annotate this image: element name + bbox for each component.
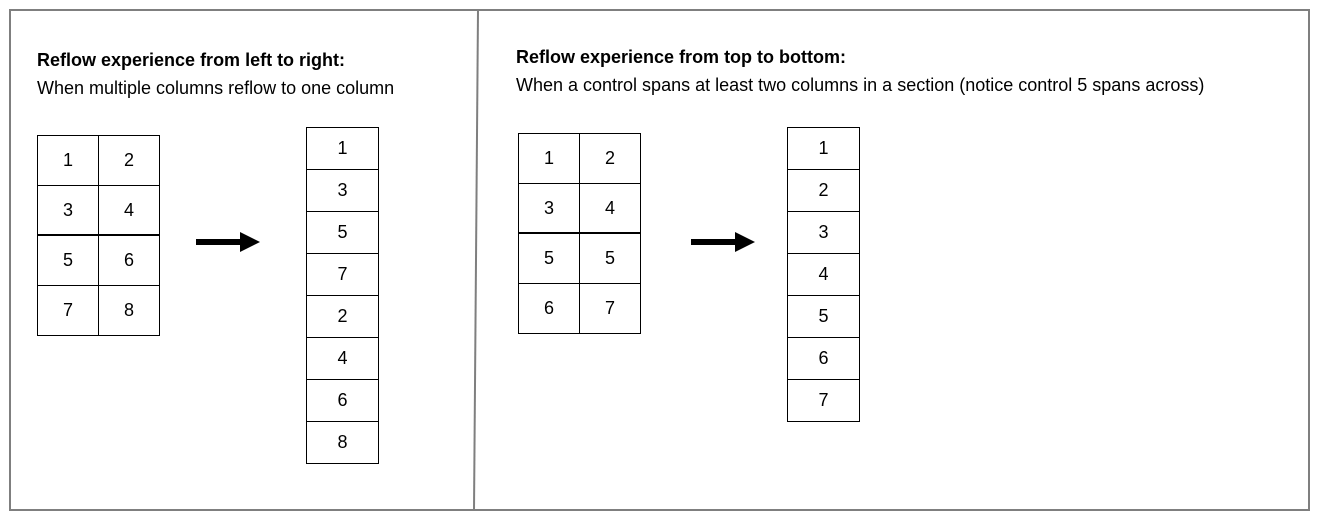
frame-right-border — [474, 9, 1310, 511]
column-cell: 8 — [307, 422, 379, 464]
column-cell: 6 — [788, 338, 860, 380]
grid-cell: 6 — [519, 284, 580, 334]
right-panel-title: Reflow experience from top to bottom: — [516, 47, 847, 67]
column-cell: 5 — [307, 212, 379, 254]
grid-cell: 3 — [38, 186, 99, 236]
grid-cell: 2 — [580, 134, 641, 184]
grid-cell: 7 — [580, 284, 641, 334]
grid-cell: 4 — [580, 184, 641, 234]
column-cell: 1 — [307, 128, 379, 170]
column-cell: 4 — [788, 254, 860, 296]
panel-divider — [473, 9, 479, 511]
right-source-grid: 1 2 3 4 5 5 6 7 — [518, 133, 641, 334]
column-cell: 7 — [307, 254, 379, 296]
grid-cell: 7 — [38, 286, 99, 336]
left-panel-title: Reflow experience from left to right: — [37, 50, 346, 70]
frame-left-border — [9, 9, 478, 511]
grid-cell: 2 — [99, 136, 160, 186]
arrow-right — [691, 232, 755, 252]
grid-cell: 5 — [519, 234, 580, 284]
grid-cell: 5 — [580, 234, 641, 284]
grid-cell: 8 — [99, 286, 160, 336]
column-cell: 2 — [307, 296, 379, 338]
grid-cell: 3 — [519, 184, 580, 234]
arrow-left — [196, 232, 260, 252]
column-cell: 6 — [307, 380, 379, 422]
column-cell: 3 — [788, 212, 860, 254]
grid-cell: 6 — [99, 236, 160, 286]
grid-cell: 4 — [99, 186, 160, 236]
grid-cell: 1 — [519, 134, 580, 184]
left-source-grid: 1 2 3 4 5 6 7 8 — [37, 135, 160, 336]
column-cell: 2 — [788, 170, 860, 212]
right-panel-subtitle: When a control spans at least two column… — [516, 75, 1205, 95]
column-cell: 5 — [788, 296, 860, 338]
right-reflow-column: 1 2 3 4 5 6 7 — [787, 127, 860, 422]
column-cell: 3 — [307, 170, 379, 212]
grid-cell: 5 — [38, 236, 99, 286]
column-cell: 4 — [307, 338, 379, 380]
column-cell: 7 — [788, 380, 860, 422]
column-cell: 1 — [788, 128, 860, 170]
grid-cell: 1 — [38, 136, 99, 186]
left-reflow-column: 1 3 5 7 2 4 6 8 — [306, 127, 379, 464]
left-panel-subtitle: When multiple columns reflow to one colu… — [37, 78, 395, 98]
